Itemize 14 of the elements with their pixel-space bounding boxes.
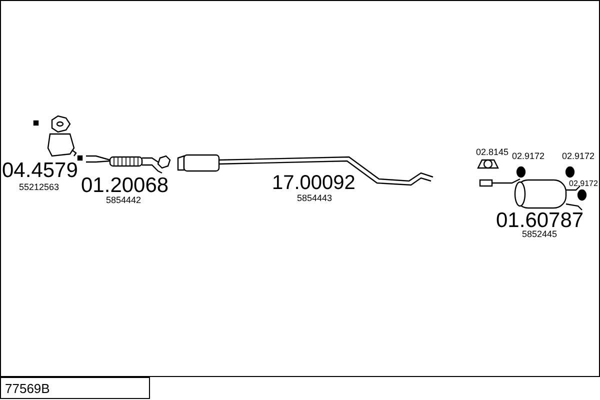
- part-number: 04.4579: [2, 160, 78, 181]
- part-number: 17.00092: [272, 173, 356, 193]
- part-number: 01.20068: [81, 175, 169, 196]
- oem-number: 5854443: [297, 194, 332, 203]
- oem-number: 55212563: [19, 183, 60, 192]
- reference-box: [0, 377, 150, 399]
- part-number: 01.60787: [496, 210, 584, 231]
- part-number: 02.9172: [512, 152, 545, 161]
- oem-number: 5854442: [106, 196, 142, 205]
- reference-code: 77569B: [5, 382, 50, 394]
- part-number: 02.9172: [562, 152, 595, 161]
- part-number: 02.8145: [476, 148, 509, 157]
- part-number: 02.9172: [569, 180, 598, 188]
- oem-number: 5852445: [522, 230, 558, 239]
